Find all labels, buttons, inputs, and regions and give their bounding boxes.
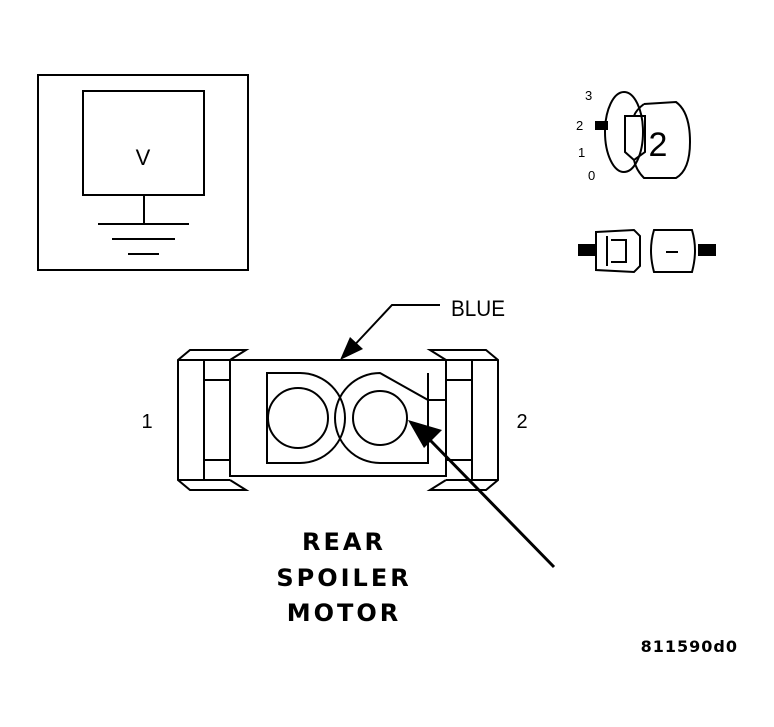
connector-color-label: BLUE (451, 296, 505, 321)
color-leader (340, 304, 440, 360)
component-label-line2: SPOILER (276, 564, 411, 592)
voltmeter-symbol (37, 74, 249, 271)
connector-face (177, 349, 499, 491)
latch-right (426, 349, 499, 491)
disconnect-icon (578, 228, 716, 274)
pin-label-2: 2 (516, 411, 527, 433)
wire-left (578, 244, 596, 256)
figure-id: 811590d0 (641, 637, 738, 656)
voltmeter-label: V (136, 145, 151, 170)
terminal-2 (352, 390, 408, 446)
key-position-label: 2 (649, 126, 668, 164)
voltmeter-frame (37, 74, 249, 271)
component-label-line3: MOTOR (287, 599, 402, 627)
terminal-pointer (408, 420, 556, 569)
plug-female (650, 229, 696, 273)
latch-left (177, 349, 250, 491)
ignition-switch-icon (604, 91, 692, 179)
pointer-arrowhead (408, 420, 442, 448)
terminal-1 (267, 387, 329, 449)
leader-arrowhead (340, 337, 363, 360)
voltmeter-face (82, 90, 205, 196)
cavity-1 (266, 372, 346, 464)
wire-right (698, 244, 716, 256)
switch-position-marker (595, 121, 608, 130)
connector-body (229, 359, 447, 477)
pin-label-1: 1 (141, 411, 152, 433)
switch-position-0: 0 (588, 168, 595, 183)
switch-position-1: 1 (578, 145, 585, 160)
cavity-2 (334, 371, 446, 464)
plug-male (595, 228, 641, 274)
switch-position-2: 2 (576, 118, 583, 133)
key-icon (624, 100, 692, 179)
switch-position-3: 3 (585, 88, 592, 103)
component-label-line1: REAR (302, 528, 386, 556)
switch-dial (604, 91, 644, 173)
